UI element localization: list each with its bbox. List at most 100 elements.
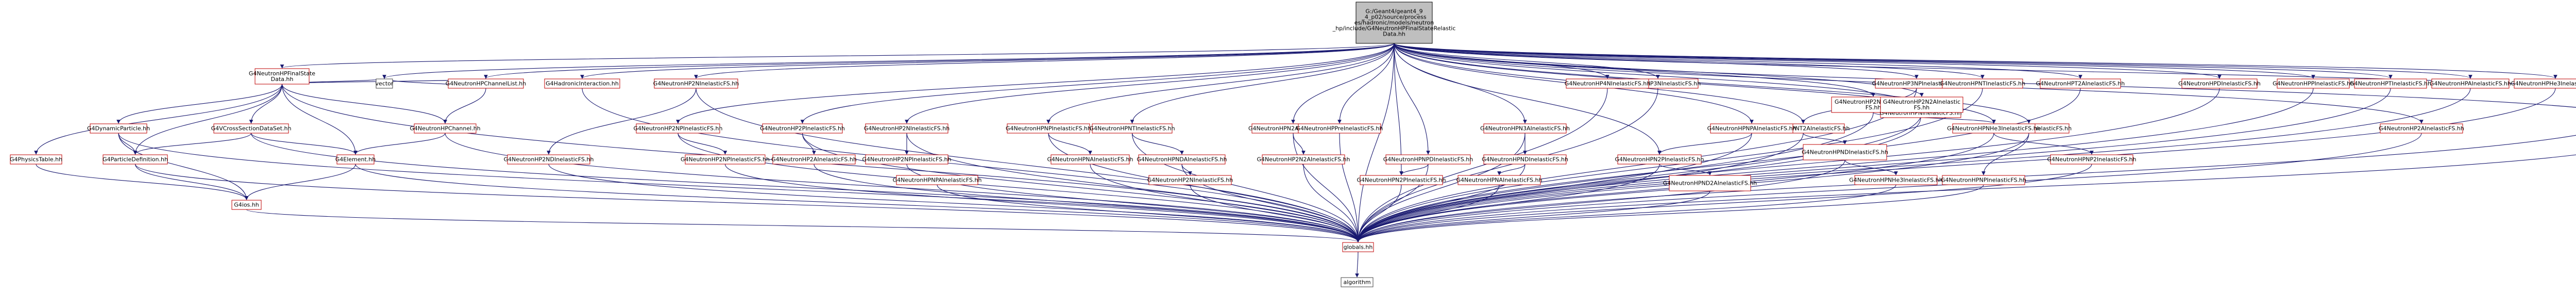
file-node-elem[interactable]: G4Element.hh — [335, 154, 376, 165]
file-node-f2np[interactable]: G4NeutronHP2NPInelasticFS.hh — [633, 123, 723, 134]
file-node-f2n[interactable]: G4NeutronHP2NInelasticFS.hh — [653, 78, 739, 89]
file-node-fnpa[interactable]: G4NeutronHPNPAInelasticFS.hh — [893, 175, 982, 185]
file-node-hadint[interactable]: G4HadronicInteraction.hh — [544, 78, 620, 89]
dependency-edge — [1394, 43, 2576, 108]
file-node-chlist[interactable]: G4NeutronHPChannelList.hh — [446, 78, 527, 89]
file-node-f2np2[interactable]: G4NeutronHP2NPInelasticFS.hh — [681, 154, 770, 165]
dependency-edge — [118, 133, 138, 155]
file-node-fnpdinel[interactable]: G4NeutronHPNPInelasticFS.hh — [1941, 175, 2026, 185]
dependency-edge — [355, 164, 1360, 243]
file-node-fnp2[interactable]: G4NeutronHPN3AInelasticFS.hh — [1480, 123, 1570, 134]
file-node-label: G4NeutronHPN2PInelasticFS.hh — [1357, 177, 1446, 184]
file-node-fnpinel[interactable]: G4NeutronHPPInelasticFS.hh — [2273, 78, 2354, 89]
dependency-edge — [1356, 154, 2576, 243]
file-node-fn2ninel[interactable]: G4NeutronHP2N2AInelasticFS.hh — [1257, 154, 1350, 165]
dependency-edge — [1394, 43, 1662, 155]
file-node-label: G4NeutronHPNAInelasticFS.hh — [1456, 177, 1543, 184]
dependency-edge — [1394, 43, 1923, 108]
file-node-f2a[interactable]: G4NeutronHP2AInelasticFS.hh — [771, 154, 857, 165]
file-node-label: Data.hh — [271, 76, 294, 83]
file-node-fnhe[interactable]: G4NeutronHPNHe3InelasticFS.hh — [1947, 123, 2041, 134]
file-node-ch[interactable]: G4NeutronHPChannel.hh — [410, 123, 481, 134]
dependency-edge — [724, 164, 1360, 243]
file-node-fnt[interactable]: G4NeutronHPNTInelasticFS.hh — [1940, 78, 2025, 89]
file-node-box — [231, 200, 262, 210]
dependency-edge — [582, 88, 1360, 243]
file-node-f2n2[interactable]: G4NeutronHP2NInelasticFS.hh — [864, 123, 950, 134]
file-node-box — [654, 78, 738, 89]
file-node-fndinel2[interactable]: G4NeutronHPDInelasticFS.hh — [2178, 78, 2261, 89]
file-node-label: G4NeutronHPNTInelasticFS.hh — [1940, 80, 2025, 87]
file-node-fnda[interactable]: G4NeutronHPNDAInelasticFS.hh — [1137, 154, 1227, 165]
file-node-root[interactable]: G:/Geant4/geant4_9_4_p02/source/processe… — [1332, 2, 1456, 44]
file-node-fndinel[interactable]: G4NeutronHPNDInelasticFS.hh — [1802, 144, 1888, 160]
file-node-globals[interactable]: globals.hh — [1342, 242, 1374, 252]
file-node-ptab[interactable]: G4PhysicsTable.hh — [10, 154, 62, 165]
file-node-label: _hp/include/G4NeutronHPFinalStateRelasti… — [1332, 25, 1456, 32]
file-node-pdef[interactable]: G4ParticleDefinition.hh — [103, 154, 168, 165]
file-node-box — [685, 154, 766, 165]
file-node-label: G4NeutronHP2NDInelasticFS.hh — [504, 156, 594, 163]
file-node-fntinel2[interactable]: G4NeutronHPTInelasticFS.hh — [2350, 78, 2431, 89]
file-node-f2p[interactable]: G4NeutronHP2PInelasticFS.hh — [760, 123, 845, 134]
dependency-edge — [677, 133, 1360, 243]
file-node-vcs[interactable]: G4VCrossSectionDataSet.hh — [211, 123, 292, 134]
dependency-edge — [484, 43, 1395, 79]
dependency-edge — [1356, 88, 2314, 243]
file-node-fnpre[interactable]: G4NeutronHPPreInelasticFS.hh — [1296, 123, 1383, 134]
file-node-box — [2514, 78, 2576, 89]
file-node-fnpin[interactable]: G4NeutronHPNAInelasticFS.hh — [1456, 175, 1543, 185]
file-node-f2np3[interactable]: G4NeutronHP2NPInelasticFS.hh — [862, 154, 952, 165]
dependency-edge — [1981, 133, 2029, 175]
file-node-ios[interactable]: G4ios.hh — [231, 200, 262, 210]
file-node-fn2p[interactable]: G4NeutronHPN2PInelasticFS.hh — [1357, 175, 1446, 185]
file-node-fnp2inel[interactable]: G4NeutronHPNP2InelasticFS.hh — [2047, 154, 2137, 165]
file-node-algo[interactable]: algorithm — [1341, 277, 1374, 287]
file-node-label: G4HadronicInteraction.hh — [546, 80, 619, 87]
file-node-label: G4NeutronHPChannelList.hh — [446, 80, 527, 87]
file-node-box — [1458, 175, 1541, 185]
file-node-fnaa[interactable]: G4NeutronHPNAInelasticFS.hh — [1047, 154, 1133, 165]
dependency-edge — [1337, 43, 1395, 124]
dependency-edge — [1293, 133, 1360, 243]
dependency-edge — [1844, 159, 1898, 175]
file-node-fnt2[interactable]: G4NeutronHPNTInelasticFS.hh — [1089, 123, 1175, 134]
file-node-fnainel[interactable]: G4NeutronHPAInelasticFS.hh — [2430, 78, 2511, 89]
dependency-edge — [1394, 43, 2557, 79]
file-node-fnt2ainel[interactable]: G4NeutronHPT2AInelasticFS.hh — [2036, 78, 2125, 89]
file-node-box — [865, 123, 948, 134]
file-node-box — [448, 78, 524, 89]
dependency-edge — [281, 84, 447, 124]
file-node-box — [255, 68, 310, 85]
file-node-box — [1007, 123, 1090, 134]
file-node-fn2ainel[interactable]: G4NeutronHP2AInelasticFS.hh — [2379, 123, 2464, 134]
file-node-fnpd[interactable]: G4NeutronHPNPDInelasticFS.hh — [1383, 154, 1473, 165]
file-node-box — [414, 123, 477, 134]
dependency-edge — [802, 133, 816, 155]
file-node-fnpainel[interactable]: G4NeutronHPNPAInelasticFS.hh — [1707, 123, 1797, 134]
file-node-box — [1942, 175, 2025, 185]
file-node-box — [1669, 175, 1751, 191]
file-node-label: G4ParticleDefinition.hh — [103, 156, 168, 163]
file-node-label: G4NeutronHPHe3InelasticFS.hh — [2511, 80, 2576, 87]
file-node-fhe3[interactable]: G4NeutronHPHe3InelasticFS.hh — [2511, 78, 2576, 89]
dependency-edge — [1356, 184, 1984, 243]
file-node-dyn[interactable]: G4DynamicParticle.hh — [87, 123, 150, 134]
file-node-vec[interactable]: vector — [376, 78, 394, 89]
file-node-label: G4NeutronHPNDAInelasticFS.hh — [1137, 156, 1227, 163]
file-node-fnd2a[interactable]: G4NeutronHPND2AInelasticFS.hh — [1663, 175, 1757, 191]
file-node-fnhe3[interactable]: G4NeutronHPNHe3InelasticFS.hh — [1849, 175, 1943, 185]
file-node-f2nd[interactable]: G4NeutronHP2NDInelasticFS.hh — [504, 154, 594, 165]
file-node-box — [1355, 2, 1433, 44]
file-node-fnp[interactable]: G4NeutronHPNPInelasticFS.hh — [1006, 123, 1091, 134]
file-node-f4n[interactable]: G4NeutronHP4NInelasticFS.hh — [1565, 78, 1650, 89]
file-node-f2ninel[interactable]: G4NeutronHP2NInelasticFS.hh — [1147, 175, 1233, 185]
file-node-fn2a2[interactable]: G4NeutronHPN2PInelasticFS.hh — [1615, 154, 1704, 165]
file-node-label: G4NeutronHPT2AInelasticFS.hh — [2036, 80, 2125, 87]
dependency-edge — [1181, 164, 1192, 175]
file-node-fn3ainel[interactable]: G4NeutronHPNDInelasticFS.hh — [1482, 154, 1568, 165]
file-node-f2n2inel[interactable]: G4NeutronHP2N2AInelasticFS.hh — [1880, 96, 1963, 113]
file-node-f3np[interactable]: G4NeutronHP3NPInelasticFS.hh — [1872, 78, 1961, 89]
